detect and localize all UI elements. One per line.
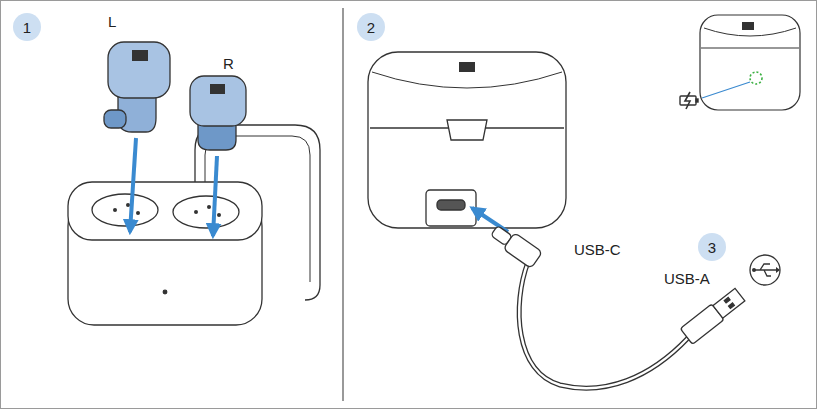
right-cavity: [173, 196, 239, 228]
divider: [342, 8, 343, 401]
usb-symbol: [750, 255, 780, 285]
charging-icon: [680, 92, 698, 109]
part-label: R: [223, 56, 234, 73]
leader-line: [702, 82, 750, 98]
insert-arrow: [213, 156, 217, 236]
closed-case: [368, 52, 566, 228]
usb-c-plug: [488, 222, 542, 268]
callout-number: 1: [23, 20, 31, 35]
open-case: [68, 125, 320, 325]
left-earbud: [104, 42, 170, 132]
callout-circle: 1: [13, 13, 41, 41]
left-cavity: [92, 194, 158, 226]
callout-number: 2: [367, 20, 375, 35]
callout-circle: 3: [698, 233, 726, 261]
led-indicator: [750, 72, 762, 84]
case-led-view: [700, 15, 800, 110]
usb-a-plug: [680, 287, 746, 345]
insert-arrow: [130, 138, 136, 232]
cable: [519, 262, 688, 388]
led: [163, 290, 167, 294]
case-top: [68, 182, 262, 240]
cable-core: [519, 262, 688, 388]
callout-number: 3: [708, 240, 716, 255]
part-label: USB-A: [664, 271, 710, 288]
part-label: USB-C: [574, 242, 621, 259]
callout-circle: 2: [357, 13, 385, 41]
right-earbud: [190, 76, 246, 150]
part-label: L: [108, 14, 116, 31]
